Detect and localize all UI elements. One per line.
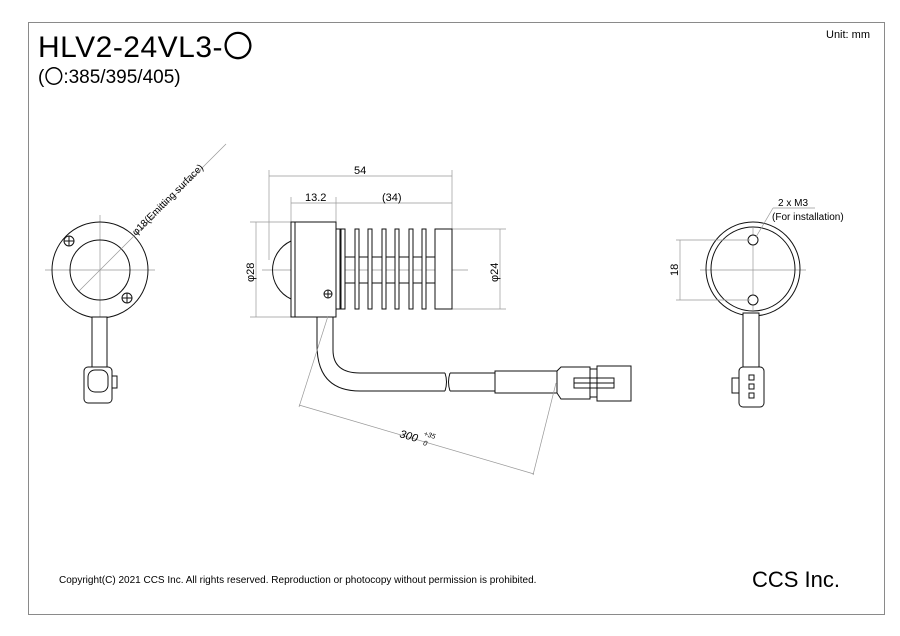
company-name: CCS Inc. bbox=[752, 567, 841, 592]
front-length-dim: 13.2 bbox=[305, 192, 326, 204]
rear-view: 18 2 x M3 (For installation) bbox=[669, 198, 844, 408]
model-variants: (〇:385/395/405) bbox=[38, 67, 181, 88]
mount-holes-note: (For installation) bbox=[772, 212, 844, 223]
screw-icon bbox=[323, 289, 333, 299]
screw-icon bbox=[121, 292, 133, 304]
mount-holes-label: 2 x M3 bbox=[778, 198, 808, 209]
rear-diameter-dim: φ24 bbox=[489, 263, 501, 282]
side-view: 54 13.2 (34) φ28 φ24 bbox=[245, 165, 632, 476]
svg-text:0: 0 bbox=[422, 440, 428, 448]
heatsink-length-dim: (34) bbox=[382, 192, 402, 204]
unit-label: Unit: mm bbox=[826, 29, 870, 41]
emitting-surface-dim: φ18(Emitting surface) bbox=[130, 162, 206, 238]
svg-text:+35: +35 bbox=[423, 431, 436, 441]
front-diameter-dim: φ28 bbox=[245, 263, 257, 282]
drawing-frame bbox=[28, 22, 885, 615]
screw-icon bbox=[63, 235, 75, 247]
svg-text:300: 300 bbox=[398, 428, 420, 445]
model-title: HLV2-24VL3-〇 bbox=[38, 31, 254, 64]
copyright-notice: Copyright(C) 2021 CCS Inc. All rights re… bbox=[59, 575, 537, 586]
front-view: φ18(Emitting surface) bbox=[45, 143, 227, 404]
cable-length-dim: 300 +35 0 bbox=[398, 428, 436, 448]
hole-pitch-dim: 18 bbox=[669, 264, 681, 276]
overall-length-dim: 54 bbox=[354, 165, 366, 177]
